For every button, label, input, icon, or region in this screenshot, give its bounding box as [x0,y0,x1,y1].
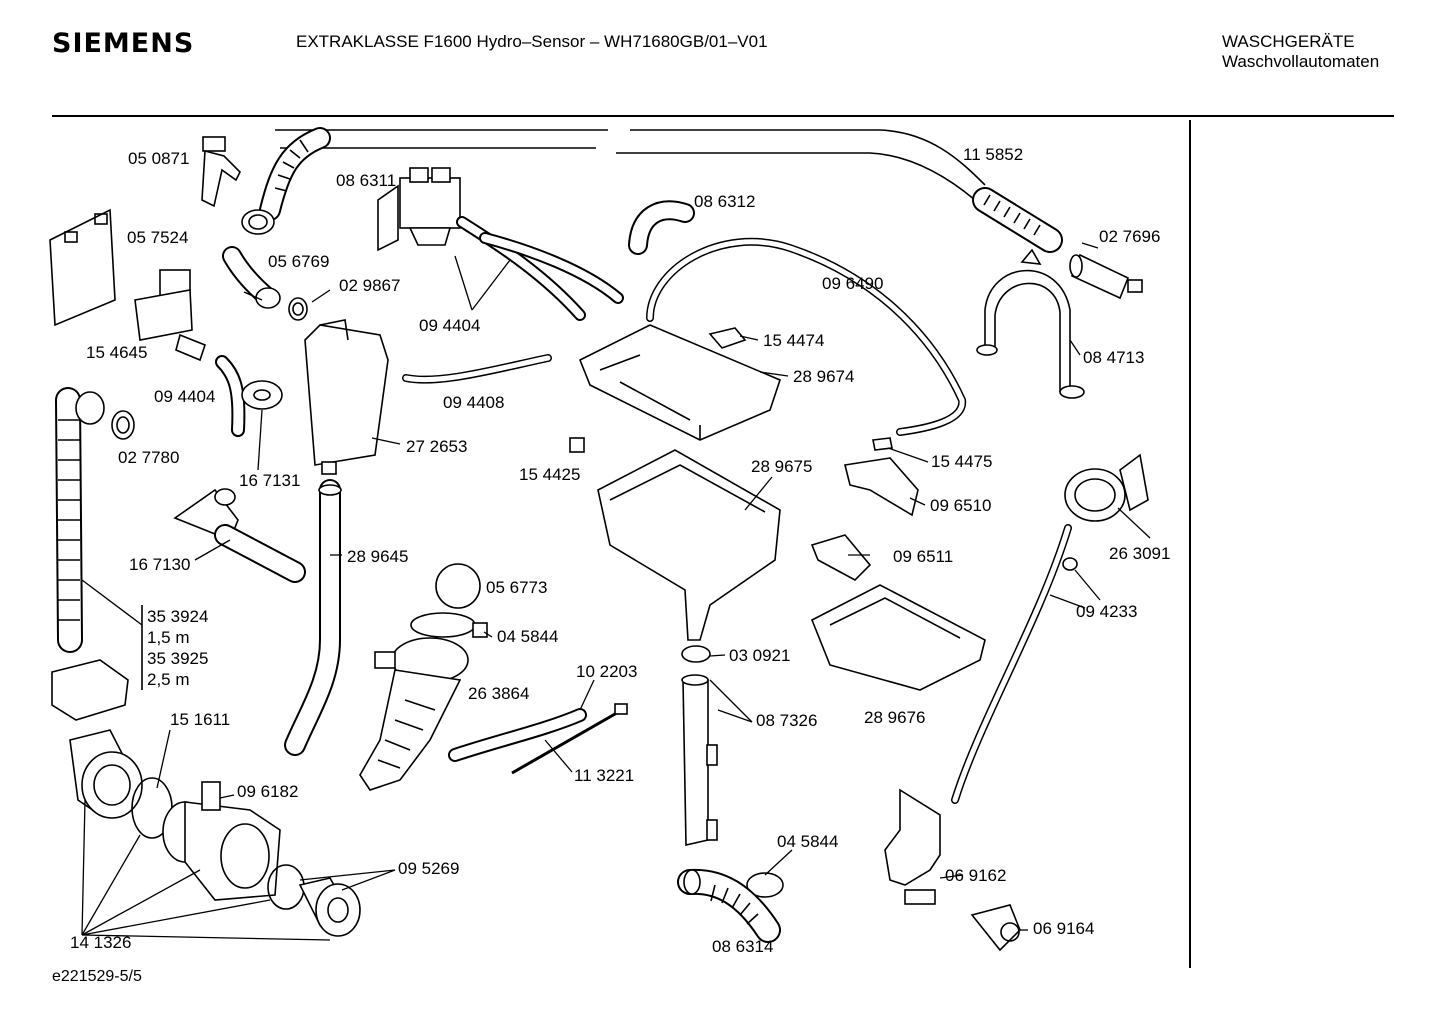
part-label: 04 5844 [497,627,559,646]
bracket-353925-part [51,659,129,721]
part-label: 09 6490 [822,274,884,293]
part-label: 08 4713 [1083,348,1145,367]
part-length-label: 2,5 m [147,670,190,689]
category-line-1: WASCHGERÄTE [1222,32,1355,51]
part-label: 16 7130 [129,555,191,574]
rod-113221-part [511,708,623,775]
model-title: EXTRAKLASSE F1600 Hydro–Sensor – WH71680… [296,32,768,51]
part-label: 09 6511 [893,547,954,566]
category-block: WASCHGERÄTE Waschvollautomaten [1222,32,1379,72]
part-label: 35 3924 [147,607,209,626]
part-label: 04 5844 [777,832,839,851]
part-label: 09 5269 [398,859,460,878]
part-167130 [173,488,306,583]
part-label: 15 1611 [170,710,231,729]
double-valve-part [377,167,461,252]
part-label: 11 5852 [963,145,1024,164]
sleeve-263864-part [359,637,469,791]
tray-289675-part [597,449,781,641]
pipe-087326-part [681,674,718,846]
part-label: 26 3091 [1109,544,1171,563]
part-label: 28 9675 [751,457,813,476]
clamp-045844a-part [410,612,476,638]
hose-cuff-part [241,127,331,235]
pressure-switch-263091-part [1064,453,1149,522]
part-label: 28 9674 [793,367,855,386]
plug-069164-part [970,904,1021,952]
part-label: 06 9164 [1033,919,1095,938]
part-label: 09 4233 [1076,602,1138,621]
category-line-2: Waschvollautomaten [1222,52,1380,71]
container-272653-part [304,319,389,475]
part-label: 02 7780 [118,448,180,467]
hose-bracket-part [984,269,1071,390]
part-096511 [810,534,872,581]
pump-151611-part [69,729,143,819]
y-connector-part [201,136,241,208]
ring-094233-part [1062,557,1078,571]
ring-167131-part [241,380,283,410]
part-label: 28 9645 [347,547,409,566]
part-label: 27 2653 [406,437,468,456]
plug-154425-part [569,437,585,453]
part-label: 16 7131 [239,471,301,490]
disc-056773-part [435,563,481,609]
part-label: 35 3925 [147,649,209,668]
brand-logo: SIEMENS [52,28,195,59]
inlet-valve-part [134,269,206,362]
clamp-027780-part [111,410,135,440]
part-label: 09 4408 [443,393,505,412]
part-label: 09 6182 [237,782,299,801]
part-label: 15 4645 [86,343,148,362]
drawer-289676-part [810,584,986,691]
part-label: 08 6311 [336,171,397,190]
document-id: e221529-5/5 [52,968,142,985]
part-label: 02 7696 [1099,227,1161,246]
filter-housing-096182-part [162,781,281,901]
part-label: 26 3864 [468,684,530,703]
part-label: 05 6769 [268,252,330,271]
part-label: 28 9676 [864,708,926,727]
connector-154475-part [872,437,893,451]
part-label: 06 9162 [945,866,1007,885]
part-label: 15 4425 [519,465,581,484]
drain-hose-353924-part [55,387,105,653]
seal-ring-part [288,297,308,321]
lid-289674-part [578,324,781,441]
filter-095269-part [298,877,361,937]
hose-086314-part [677,868,781,943]
leader-lines [81,242,1151,941]
part-label: 09 6510 [930,496,992,515]
part-label: 14 1326 [70,933,132,952]
part-label: 08 7326 [756,711,818,730]
part-label: 11 3221 [574,766,635,785]
part-label: 09 4404 [419,316,481,335]
part-label: 03 0921 [729,646,791,665]
clamp-045844b-part [746,872,784,898]
bracket-069162-part [884,788,941,886]
part-label: 08 6312 [694,192,756,211]
part-096510 [844,457,919,517]
part-length-label: 1,5 m [147,628,190,647]
part-label: 09 4404 [154,387,216,406]
clip-154474-part [708,327,747,349]
part-label: 08 6314 [712,937,774,956]
part-label: 15 4474 [763,331,825,350]
part-label: 10 2203 [576,662,638,681]
part-label: 02 9867 [339,276,401,295]
cover-plate-part [49,208,116,327]
long-hose-part [275,129,1063,253]
part-label: 05 7524 [127,228,189,247]
ring-030921-part [681,645,711,663]
part-label: 05 0871 [128,149,190,168]
part-label: 15 4475 [931,452,993,471]
part-label: 05 6773 [486,578,548,597]
